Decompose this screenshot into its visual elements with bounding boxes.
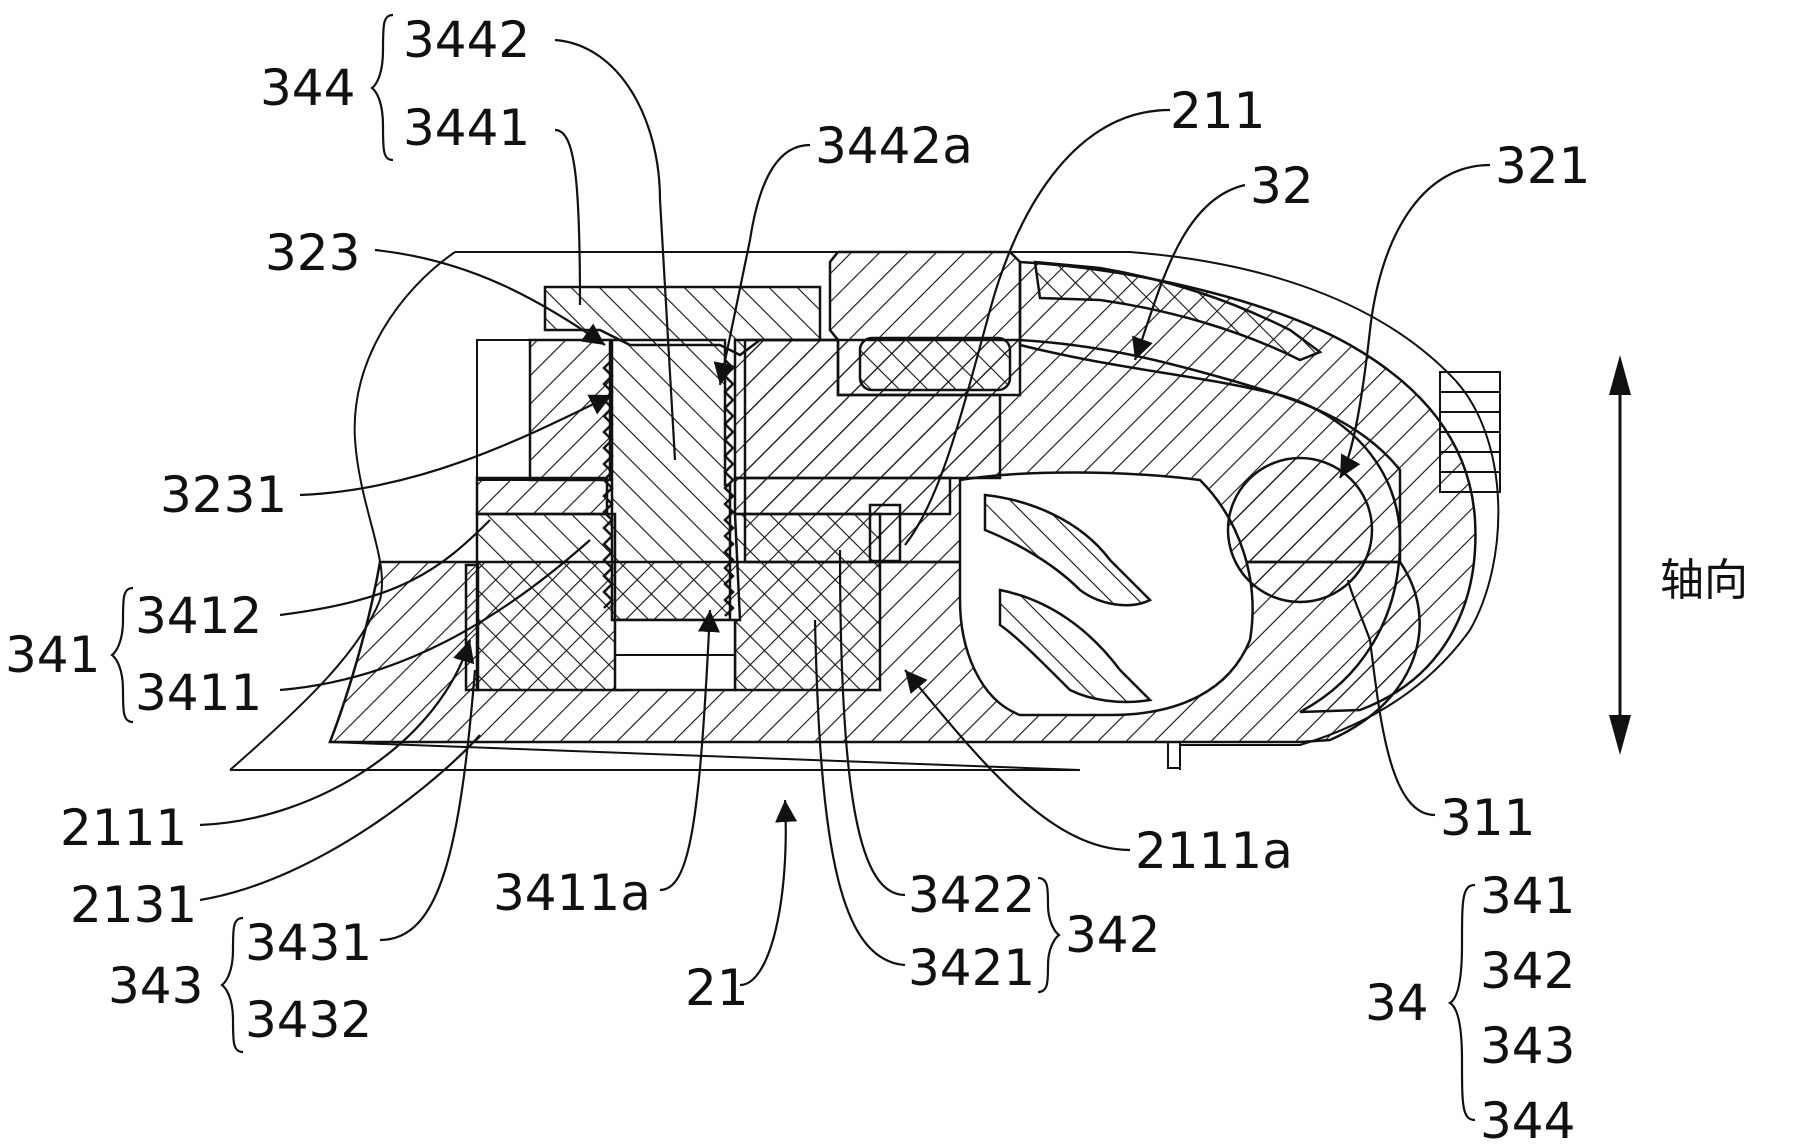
shaft-311 <box>1226 456 1374 604</box>
label-323: 323 <box>265 224 360 282</box>
label-311: 311 <box>1440 789 1535 847</box>
label-341: 341 <box>5 626 100 684</box>
leader-311 <box>1346 579 1436 817</box>
label-344: 344 <box>260 59 355 117</box>
label-3431: 3431 <box>245 914 372 972</box>
leader-3411 <box>279 539 591 692</box>
label-343: 343 <box>108 957 203 1015</box>
leader-211 <box>904 108 1171 546</box>
label-3411: 3411 <box>135 664 262 722</box>
plate-3412 <box>475 476 609 516</box>
label-3432: 3432 <box>245 991 372 1049</box>
axis-label: 轴向 <box>1660 555 1748 606</box>
label-3231: 3231 <box>160 466 287 524</box>
bottom-tab <box>1167 741 1181 769</box>
leader-21 <box>739 799 798 987</box>
housing-bottom-line-2 <box>329 741 1081 771</box>
leader-321 <box>1339 163 1491 479</box>
leader-2131 <box>199 734 481 902</box>
label-3441: 3441 <box>403 99 530 157</box>
helical-rib-1 <box>983 493 1153 607</box>
screw-thread-right <box>723 359 735 617</box>
label-34-342: 342 <box>1480 942 1575 1000</box>
upper-slot-cover <box>1033 260 1323 362</box>
label-211: 211 <box>1170 82 1265 140</box>
leader-3411a <box>659 609 720 892</box>
leader-3422 <box>838 549 906 897</box>
leader-3442 <box>554 38 677 461</box>
label-3442: 3442 <box>403 11 530 69</box>
screw-seat-3231 <box>528 338 612 482</box>
label-34-344: 344 <box>1480 1092 1575 1146</box>
leader-3431 <box>379 669 477 942</box>
helical-rib-2 <box>998 588 1153 704</box>
label-34-341: 341 <box>1480 867 1575 925</box>
label-342: 342 <box>1065 906 1160 964</box>
sleeve-flange <box>868 503 902 563</box>
brace-342 <box>1037 876 1061 994</box>
label-3442a: 3442a <box>815 117 973 175</box>
sleeve-3421 <box>733 512 882 692</box>
label-34-343: 343 <box>1480 1017 1575 1075</box>
label-21: 21 <box>685 959 749 1017</box>
top-block-insert <box>858 336 1012 392</box>
brace-343 <box>220 916 244 1054</box>
leader-3231 <box>299 394 613 497</box>
brace-344 <box>370 13 394 162</box>
label-3411a: 3411a <box>493 864 651 922</box>
housing-left-outline <box>229 251 456 771</box>
label-3412: 3412 <box>135 587 262 645</box>
label-34: 34 <box>1365 974 1429 1032</box>
label-3421: 3421 <box>908 939 1035 997</box>
leader-3442a <box>713 143 811 386</box>
screw-seat-outer <box>476 339 531 481</box>
label-321: 321 <box>1495 137 1590 195</box>
leader-2111 <box>199 639 475 827</box>
leader-323 <box>374 248 606 346</box>
label-2131: 2131 <box>70 876 197 934</box>
brace-341 <box>110 586 134 724</box>
brace-34 <box>1447 883 1476 1122</box>
leader-2111a <box>904 669 1131 852</box>
upper-arm-32 <box>1018 260 1477 714</box>
plate-right <box>733 476 952 516</box>
label-2111: 2111 <box>60 799 187 857</box>
leader-32 <box>1132 183 1246 361</box>
label-3422: 3422 <box>908 866 1035 924</box>
leader-3441 <box>554 128 582 306</box>
axis-arrow-bottom <box>1609 715 1631 755</box>
label-2111a: 2111a <box>1135 822 1293 880</box>
housing-outline <box>455 251 1500 770</box>
label-32: 32 <box>1250 157 1314 215</box>
axis-arrow-top <box>1609 355 1631 395</box>
screw-head-3442 <box>543 285 822 357</box>
leader-3412 <box>279 519 491 617</box>
nut-3411 <box>475 512 627 692</box>
leader-3421 <box>813 619 906 967</box>
